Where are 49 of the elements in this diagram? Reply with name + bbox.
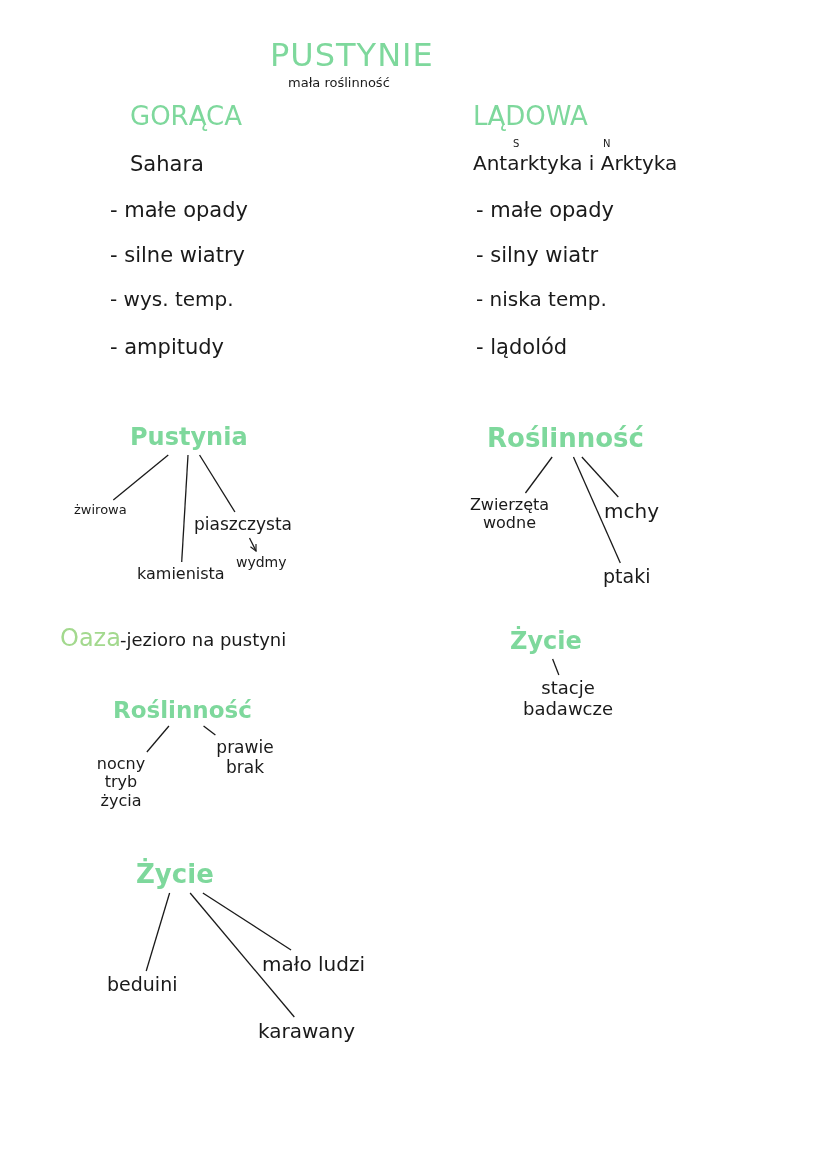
- branch-text: mało ludzi: [262, 953, 365, 976]
- note-text: - ampitudy: [110, 335, 225, 360]
- heading: GORĄCA: [130, 102, 242, 132]
- connector-line: [551, 658, 560, 676]
- branch-text: piaszczysta: [194, 515, 292, 535]
- note-text: S: [513, 138, 520, 150]
- branch-text: karawany: [258, 1020, 356, 1043]
- connector-line: [202, 892, 292, 951]
- connector-line: [202, 725, 217, 736]
- branch-text: ptaki: [603, 566, 651, 588]
- topic-heading: Życie: [136, 860, 214, 890]
- branch-text: nocny tryb życia: [88, 755, 154, 811]
- arrow: [248, 537, 257, 552]
- connector-line: [189, 892, 295, 1018]
- heading: LĄDOWA: [473, 102, 588, 132]
- note-text: - silne wiatry: [110, 243, 245, 268]
- connector-line: [524, 456, 553, 494]
- note-text: -jezioro na pustyni: [120, 630, 287, 651]
- note-text: - lądolód: [476, 335, 568, 360]
- title: PUSTYNIE: [270, 36, 434, 74]
- branch-text: żwirowa: [74, 503, 127, 518]
- note-text: Sahara: [130, 152, 204, 177]
- note-text: - silny wiatr: [476, 243, 599, 268]
- connector-line: [198, 454, 236, 513]
- connector-line: [112, 454, 169, 501]
- note-text: - małe opady: [476, 198, 614, 223]
- branch-text: wydmy: [236, 554, 287, 571]
- branch-text: stacje badawcze: [508, 678, 628, 720]
- branch-text: beduini: [107, 974, 178, 996]
- branch-text: prawie brak: [215, 738, 275, 778]
- note-text: N: [603, 138, 611, 150]
- heading: Oaza: [60, 625, 121, 653]
- connector-line: [146, 725, 170, 753]
- note-text: Antarktyka i Arktyka: [473, 152, 678, 175]
- topic-heading: Pustynia: [130, 424, 248, 452]
- connector-line: [581, 456, 619, 498]
- connector-line: [181, 454, 189, 563]
- topic-heading: Roślinność: [487, 424, 644, 454]
- topic-heading: Roślinność: [113, 697, 252, 724]
- note-text: - małe opady: [110, 198, 248, 223]
- branch-text: mchy: [604, 500, 659, 523]
- note-text: mała roślinność: [288, 76, 390, 91]
- connector-line: [145, 892, 171, 972]
- topic-heading: Życie: [510, 628, 582, 656]
- branch-text: kamienista: [137, 565, 225, 584]
- note-text: - wys. temp.: [110, 288, 234, 311]
- branch-text: Zwierzęta wodne: [462, 496, 557, 533]
- note-text: - niska temp.: [476, 288, 607, 311]
- connector-line: [572, 456, 621, 564]
